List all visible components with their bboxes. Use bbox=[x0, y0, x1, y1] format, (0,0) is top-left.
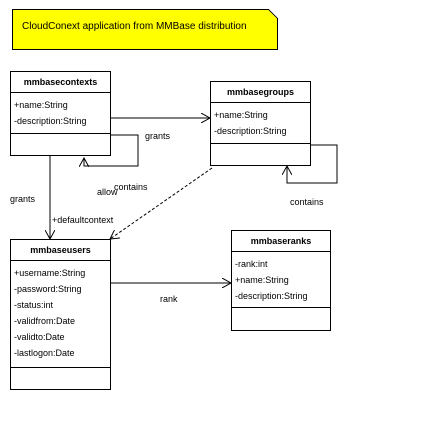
attribute: -status:int bbox=[14, 300, 54, 310]
class-title: mmbaseusers bbox=[11, 240, 110, 261]
class-mmbasegroups[interactable]: mmbasegroups +name:String -description:S… bbox=[210, 81, 311, 166]
self-association-contexts bbox=[84, 134, 139, 166]
note-fold-line bbox=[268, 9, 278, 19]
class-attributes: +name:String -description:String bbox=[211, 103, 310, 144]
class-operations bbox=[232, 308, 330, 330]
class-mmbaseranks[interactable]: mmbaseranks -rank:int +name:String -desc… bbox=[231, 230, 331, 331]
class-mmbaseusers[interactable]: mmbaseusers +username:String -password:S… bbox=[10, 239, 111, 390]
label-contains-groups: contains bbox=[290, 197, 324, 207]
attribute: +username:String bbox=[14, 268, 86, 278]
attribute: -validfrom:Date bbox=[14, 316, 76, 326]
attribute: -description:String bbox=[214, 126, 287, 136]
class-title: mmbasecontexts bbox=[11, 72, 110, 93]
attribute: -rank:int bbox=[235, 259, 268, 269]
class-attributes: -rank:int +name:String -description:Stri… bbox=[232, 252, 330, 308]
note-text: CloudConext application from MMBase dist… bbox=[22, 21, 247, 32]
label-rank: rank bbox=[160, 294, 178, 304]
attribute: -description:String bbox=[235, 291, 308, 301]
class-attributes: +name:String -description:String bbox=[11, 93, 110, 134]
class-attributes: +username:String -password:String -statu… bbox=[11, 261, 110, 368]
class-operations bbox=[11, 134, 110, 155]
class-operations bbox=[211, 144, 310, 165]
attribute: +name:String bbox=[214, 110, 268, 120]
attribute: +name:String bbox=[14, 100, 68, 110]
label-grants-groups: grants bbox=[145, 131, 171, 141]
dependency-groups-users bbox=[110, 167, 213, 239]
self-association-groups bbox=[287, 144, 338, 184]
label-allow: allow bbox=[97, 187, 118, 197]
attribute: -description:String bbox=[14, 116, 87, 126]
attribute: +name:String bbox=[235, 275, 289, 285]
class-title: mmbaseranks bbox=[232, 231, 330, 252]
attribute: -password:String bbox=[14, 284, 82, 294]
attribute: -lastlogon:Date bbox=[14, 348, 75, 358]
label-contains-contexts: contains bbox=[114, 182, 148, 192]
class-mmbasecontexts[interactable]: mmbasecontexts +name:String -description… bbox=[10, 71, 111, 156]
label-defaultcontext: +defaultcontext bbox=[52, 215, 114, 225]
diagram-note: CloudConext application from MMBase dist… bbox=[12, 9, 278, 50]
label-grants-users: grants bbox=[10, 194, 36, 204]
class-operations bbox=[11, 368, 110, 389]
attribute: -validto:Date bbox=[14, 332, 65, 342]
class-title: mmbasegroups bbox=[211, 82, 310, 103]
